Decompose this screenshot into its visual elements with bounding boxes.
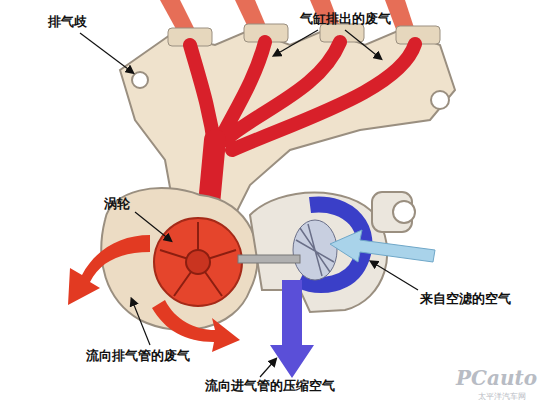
watermark: PCauto	[456, 366, 537, 390]
flow-label: 流向进气管的压缩空气	[205, 378, 335, 394]
part-label: 涡轮	[104, 196, 130, 212]
leader-lines	[80, 30, 418, 377]
watermark: 太平洋汽车网	[478, 392, 526, 402]
flow-label: 流向排气管的废气	[86, 348, 190, 364]
flow-arrows	[68, 230, 435, 378]
exhaust-manifold	[120, 24, 455, 215]
part-label: 排气歧	[48, 14, 87, 30]
part-label: 气缸排出的废气	[300, 11, 391, 27]
flow-label: 来自空滤的空气	[420, 291, 511, 307]
turbine-housing	[101, 188, 257, 330]
